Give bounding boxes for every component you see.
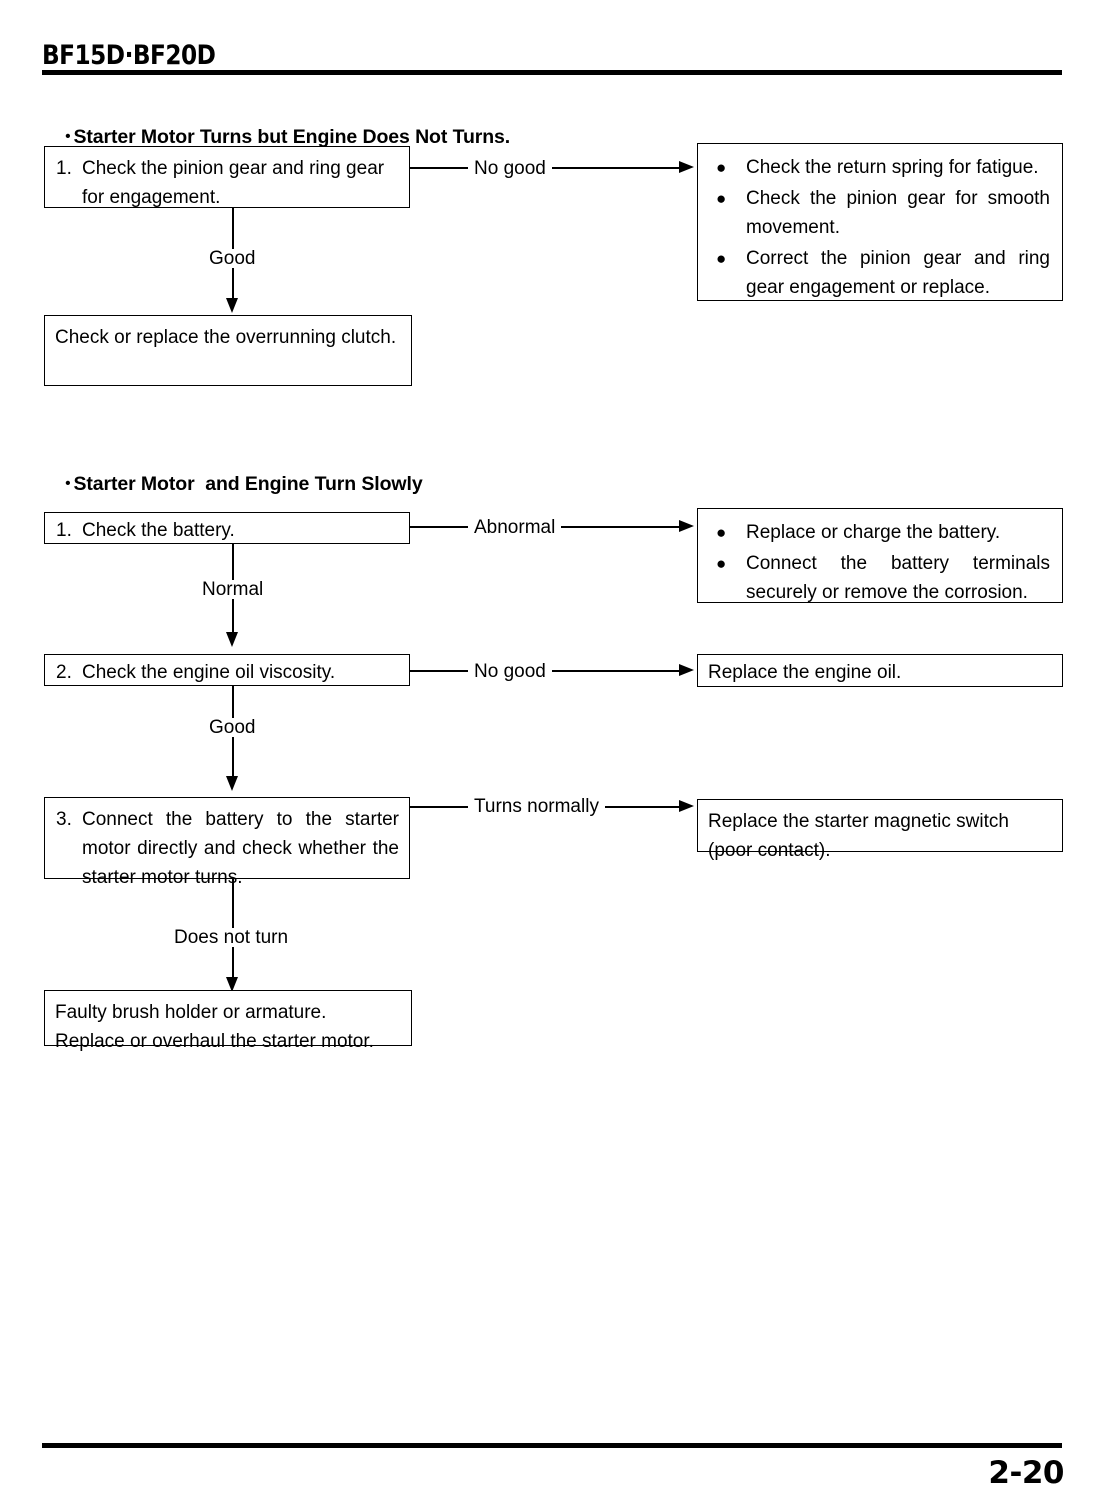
s1-branch-arrowhead-icon [679, 161, 694, 173]
s2-result2-text: Replace the engine oil. [708, 662, 902, 683]
s2-final-box-line2: Replace or overhaul the starter motor. [55, 1031, 374, 1052]
s2-result2-box: Replace the engine oil. [697, 654, 1063, 687]
s1-result-list: ● Check the return spring for fatigue. ● C… [710, 153, 1050, 302]
list-item: ● Check the pinion gear for smooth moveme… [710, 184, 1050, 242]
s1-result-box: ● Check the return spring for fatigue. ● C… [697, 143, 1063, 301]
s1-step1-number: 1. [56, 158, 72, 179]
s1-step1-box: 1. Check the pinion gear and ring gear f… [44, 146, 410, 208]
s2-step1-number: 1. [56, 520, 72, 541]
section-heading-1: •Starter Motor Turns but Engine Does Not… [44, 103, 510, 172]
section-heading-1-label: Starter Motor Turns but Engine Does Not … [73, 126, 511, 148]
heading-bullet-icon: • [65, 475, 71, 492]
s2-branch2-label: No good [468, 662, 552, 681]
s1-result-item-0: Check the return spring for fatigue. [746, 157, 1039, 178]
s2-branch1-arrowhead-icon [679, 520, 694, 532]
s2-final-box-line1: Faulty brush holder or armature. [55, 1002, 327, 1023]
s2-step1-box: 1. Check the battery. [44, 512, 410, 544]
list-item: ● Connect the battery terminals securely … [710, 549, 1050, 607]
s2-result1-list: ● Replace or charge the battery. ● Connect… [710, 518, 1050, 607]
s2-step2-box: 2. Check the engine oil viscosity. [44, 654, 410, 686]
s2-down1-label: Normal [196, 580, 270, 599]
list-bullet-icon: ● [716, 554, 727, 573]
header-rule [42, 70, 1062, 75]
list-bullet-icon: ● [716, 158, 727, 177]
heading-bullet-icon: • [65, 128, 71, 145]
list-bullet-icon: ● [716, 249, 727, 268]
s2-branch1-label: Abnormal [468, 518, 562, 537]
s1-result-item-2: Correct the pinion gear and ring gear en… [746, 248, 1050, 298]
s2-step2-text: Check the engine oil viscosity. [82, 662, 336, 683]
s1-down-arrowhead-icon [226, 298, 238, 313]
s2-branch3-label: Turns normally [468, 797, 605, 816]
s1-result-item-1: Check the pinion gear for smooth movemen… [746, 188, 1050, 238]
s2-step3-text: Connect the battery to the starter motor… [82, 809, 399, 888]
s1-branch-label: No good [468, 159, 552, 178]
s2-down1-arrowhead-icon [226, 632, 238, 647]
s2-branch3-arrowhead-icon [679, 800, 694, 812]
s2-result3-text-line2: (poor contact). [708, 840, 831, 861]
s2-result3-text-line1: Replace the starter magnetic switch [708, 811, 1009, 832]
s2-step3-box: 3. Connect the battery to the starter mo… [44, 797, 410, 888]
s2-step2-number: 2. [56, 662, 72, 683]
s2-step1-text: Check the battery. [82, 520, 235, 541]
list-item: ● Correct the pinion gear and ring gear e… [710, 244, 1050, 302]
s2-step3-number: 3. [56, 809, 72, 830]
s2-final-box: Faulty brush holder or armature. Replace… [44, 990, 412, 1052]
s2-down3-label: Does not turn [168, 928, 295, 947]
s2-result3-box: Replace the starter magnetic switch (poo… [697, 799, 1063, 861]
s2-result1-item-1: Connect the battery terminals securely o… [746, 553, 1050, 603]
s1-step1-text: Check the pinion gear and ring gear for … [82, 158, 385, 208]
s2-branch2-arrowhead-icon [679, 664, 694, 676]
s2-down2-arrowhead-icon [226, 776, 238, 791]
list-item: ● Check the return spring for fatigue. [710, 153, 1050, 182]
list-bullet-icon: ● [716, 523, 727, 542]
footer-rule [42, 1443, 1062, 1448]
s2-down2-label: Good [203, 718, 262, 737]
section-heading-2-label: Starter Motor and Engine Turn Slowly [73, 473, 423, 495]
s2-result1-item-0: Replace or charge the battery. [746, 522, 1001, 543]
s1-down-label: Good [203, 249, 262, 268]
list-item: ● Replace or charge the battery. [710, 518, 1050, 547]
page-number: 2-20 [988, 1455, 1064, 1491]
list-bullet-icon: ● [716, 189, 727, 208]
s2-down3-arrowhead-icon [226, 977, 238, 992]
s1-final-box: Check or replace the overrunning clutch. [44, 315, 412, 386]
s1-final-box-text: Check or replace the overrunning clutch. [55, 327, 397, 348]
s2-result1-box: ● Replace or charge the battery. ● Connect… [697, 508, 1063, 603]
section-heading-2: •Starter Motor and Engine Turn Slowly [44, 450, 423, 519]
page-title: BF15D·BF20D [42, 40, 216, 71]
